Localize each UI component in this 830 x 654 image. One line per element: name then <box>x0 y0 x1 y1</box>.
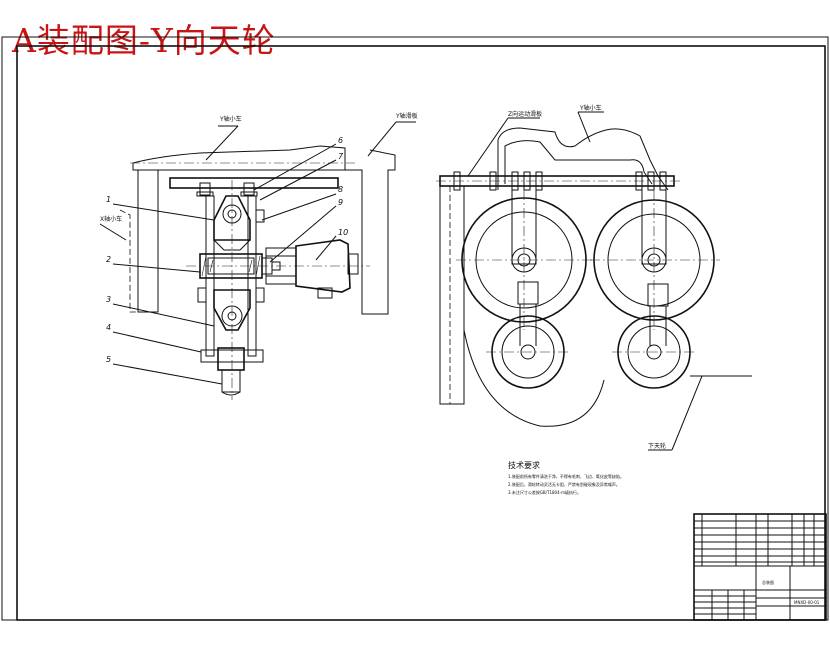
y-slide-column <box>345 149 396 315</box>
label-y-cart-right: Y轴小车 <box>579 104 602 112</box>
part-number-1: 1 <box>106 195 111 204</box>
right-view-column <box>439 186 465 405</box>
part-number-7: 7 <box>338 152 344 161</box>
outer-border <box>1 36 829 621</box>
drawing-number: MNXD-00-01 <box>794 600 820 605</box>
drawing-name: 总装图 <box>762 579 774 585</box>
left-view: Y轴小车 Y轴滑板 X轴小车 1 2 3 4 5 6 7 8 9 10 <box>99 112 418 400</box>
label-z-slide: Z向运动滑板 <box>508 110 542 118</box>
lower-wheel-right <box>612 315 696 389</box>
lower-sheave <box>213 289 251 331</box>
right-view: Z向运动滑板 Y轴小车 下天轮 <box>436 104 752 451</box>
x-cart-column <box>133 169 159 313</box>
notes-line-3: 3.未注尺寸公差按GB/T1804-m级执行。 <box>508 489 581 495</box>
upper-wheel-left <box>456 190 592 330</box>
belt-path <box>463 329 605 427</box>
side-plate-left <box>205 195 215 357</box>
title-block: 总装图 MNXD-00-01 <box>693 513 827 621</box>
drawing-title: A装配图-Y向天轮 <box>12 21 276 60</box>
part-number-8: 8 <box>338 185 343 194</box>
arm-left-upper <box>511 185 537 265</box>
arm-right-upper <box>641 185 667 265</box>
label-x-cart: X轴小车 <box>100 215 122 223</box>
rope <box>221 369 241 393</box>
upper-wheel-right <box>590 190 720 330</box>
part-number-2: 2 <box>106 255 111 264</box>
side-plate-right <box>247 195 257 357</box>
motor <box>295 239 351 293</box>
y-cart-beam <box>132 145 346 171</box>
label-lower-wheel: 下天轮 <box>648 442 666 450</box>
notes-heading: 技术要求 <box>508 460 540 470</box>
inner-frame <box>16 45 826 621</box>
notes-line-1: 1.装配前所有零件清洗干净，不得有毛刺、飞边、氧化皮等缺陷。 <box>508 473 624 479</box>
lower-wheel-left <box>486 315 570 389</box>
label-y-cart: Y轴小车 <box>219 115 242 123</box>
label-y-slide: Y轴滑板 <box>395 112 418 120</box>
notes-line-2: 2.装配后，滑轮转动灵活无卡阻，严禁有刮碰现象及异常噪声。 <box>508 481 620 487</box>
part-number-4: 4 <box>106 323 111 332</box>
y-cart-housing <box>497 127 669 191</box>
technical-notes: 技术要求 1.装配前所有零件清洗干净，不得有毛刺、飞边、氧化皮等缺陷。 2.装配… <box>508 460 624 495</box>
part-number-5: 5 <box>106 355 111 364</box>
part-number-3: 3 <box>106 295 111 304</box>
part-number-9: 9 <box>338 198 343 207</box>
part-number-10: 10 <box>338 228 348 237</box>
part-number-6: 6 <box>338 136 343 145</box>
